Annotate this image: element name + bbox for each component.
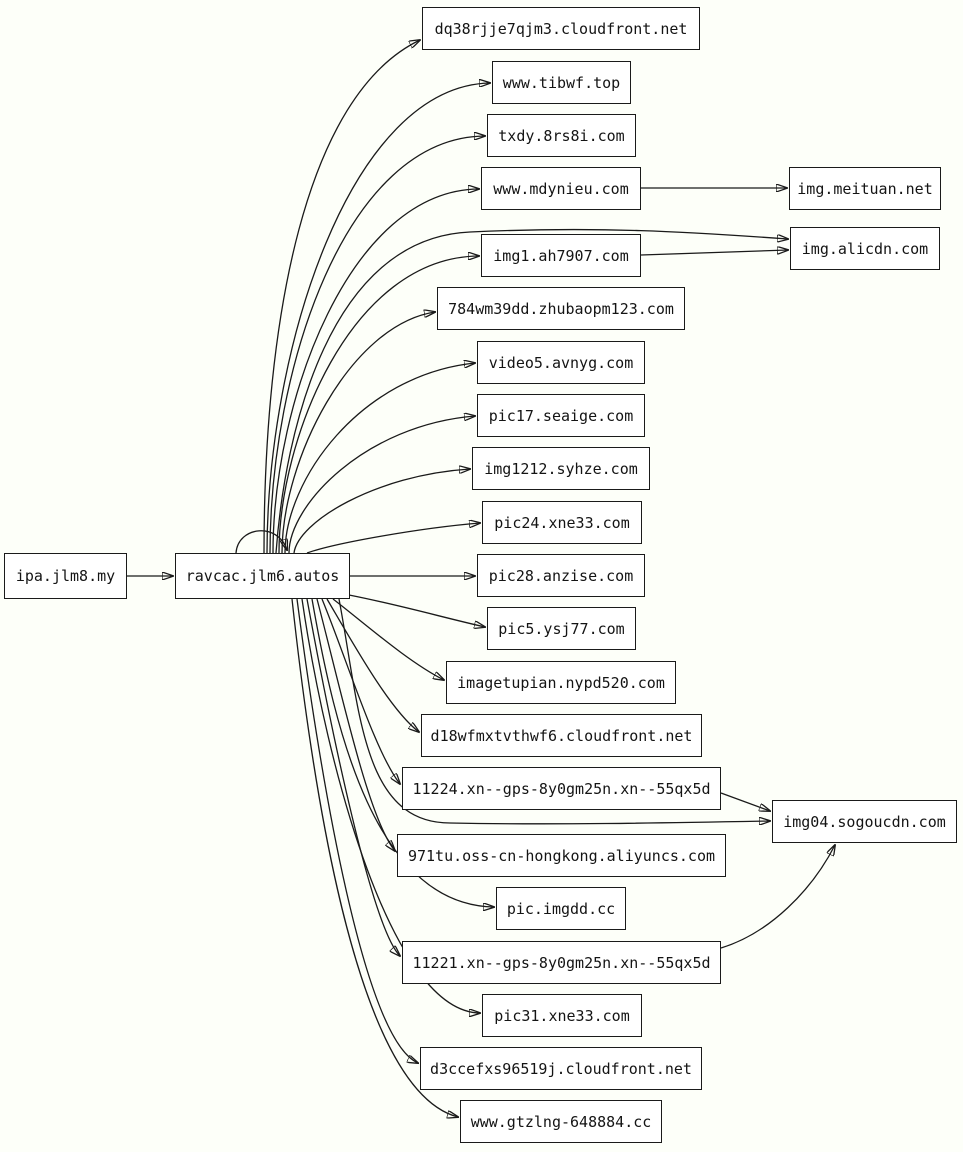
edge-ravcac-to-n11221 — [306, 598, 400, 956]
node-www-mdynieu-com: www.mdynieu.com — [481, 167, 641, 210]
edge-ravcac-to-imgdd — [311, 598, 494, 907]
edge-n11224-to-sogou — [720, 792, 770, 811]
node-txdy-8rs8i-com: txdy.8rs8i.com — [487, 114, 636, 157]
node-784wm39dd-zhubaopm123-com: 784wm39dd.zhubaopm123.com — [437, 287, 685, 330]
edge-img1ah-to-alicdn — [640, 250, 788, 256]
edge-ravcac-to-d18 — [326, 598, 419, 732]
node-ravcac-jlm6-autos: ravcac.jlm6.autos — [175, 553, 350, 599]
node-11221-xn-gps: 11221.xn--gps-8y0gm25n.xn--55qx5d — [402, 941, 721, 984]
node-img04-sogoucdn-com: img04.sogoucdn.com — [772, 800, 957, 843]
node-img1212-syhze-com: img1212.syhze.com — [472, 447, 650, 490]
node-pic28-anzise-com: pic28.anzise.com — [477, 554, 645, 597]
edge-ravcac-to-zhubaopm — [281, 312, 435, 554]
node-d18wfmxtvthwf6-cloudfront: d18wfmxtvthwf6.cloudfront.net — [421, 714, 702, 757]
node-img-meituan-net: img.meituan.net — [789, 167, 941, 210]
edge-ravcac-to-txdy — [269, 136, 485, 554]
node-d3ccefxs96519j-cloudfront: d3ccefxs96519j.cloudfront.net — [420, 1047, 702, 1090]
node-ipa-jlm8-my: ipa.jlm8.my — [4, 553, 127, 599]
node-dq38rjje7qjm3-cloudfront: dq38rjje7qjm3.cloudfront.net — [422, 7, 700, 50]
node-pic-imgdd-cc: pic.imgdd.cc — [496, 887, 626, 930]
node-img-alicdn-com: img.alicdn.com — [790, 227, 940, 270]
edge-ravcac-to-imagetupian — [332, 598, 444, 680]
node-pic5-ysj77-com: pic5.ysj77.com — [487, 607, 636, 650]
node-www-gtzlng-648884-cc: www.gtzlng-648884.cc — [460, 1100, 662, 1143]
edge-ravcac-to-n11224 — [321, 598, 400, 784]
node-pic31-xne33-com: pic31.xne33.com — [482, 994, 642, 1037]
node-pic24-xne33-com: pic24.xne33.com — [482, 501, 642, 544]
edge-ravcac-to-aliyuncs — [316, 598, 395, 851]
edge-ravcac-to-img1ah — [278, 256, 479, 554]
node-video5-avnyg-com: video5.avnyg.com — [477, 341, 645, 384]
edge-ravcac-to-video5 — [284, 363, 475, 554]
edge-ravcac-to-tibwf — [266, 83, 490, 554]
edge-ravcac-to-sogou — [338, 598, 770, 824]
edge-ravcac-to-img1212 — [293, 469, 470, 554]
edge-ravcac-to-dq38 — [263, 40, 420, 554]
edge-ravcac-to-gtzlng — [291, 598, 458, 1117]
edge-ravcac-to-mdynieu — [272, 189, 479, 554]
node-img1-ah7907-com: img1.ah7907.com — [481, 234, 641, 277]
edge-ravcac-to-pic31 — [301, 598, 480, 1013]
edge-ravcac-to-d3c — [296, 598, 418, 1063]
node-11224-xn-gps: 11224.xn--gps-8y0gm25n.xn--55qx5d — [402, 767, 721, 810]
node-971tu-aliyuncs-com: 971tu.oss-cn-hongkong.aliyuncs.com — [397, 834, 726, 877]
edge-n11221-to-sogou — [720, 845, 835, 949]
node-www-tibwf-top: www.tibwf.top — [492, 61, 631, 104]
edge-ravcac-to-alicdn — [275, 228, 788, 554]
edge-ravcac-to-pic5 — [348, 594, 485, 627]
edge-ravcac-self-loop — [235, 530, 287, 554]
edge-ravcac-to-pic24 — [306, 523, 480, 554]
node-imagetupian-nypd520-com: imagetupian.nypd520.com — [446, 661, 676, 704]
node-pic17-seaige-com: pic17.seaige.com — [477, 394, 645, 437]
edge-ravcac-to-pic17 — [288, 416, 475, 554]
